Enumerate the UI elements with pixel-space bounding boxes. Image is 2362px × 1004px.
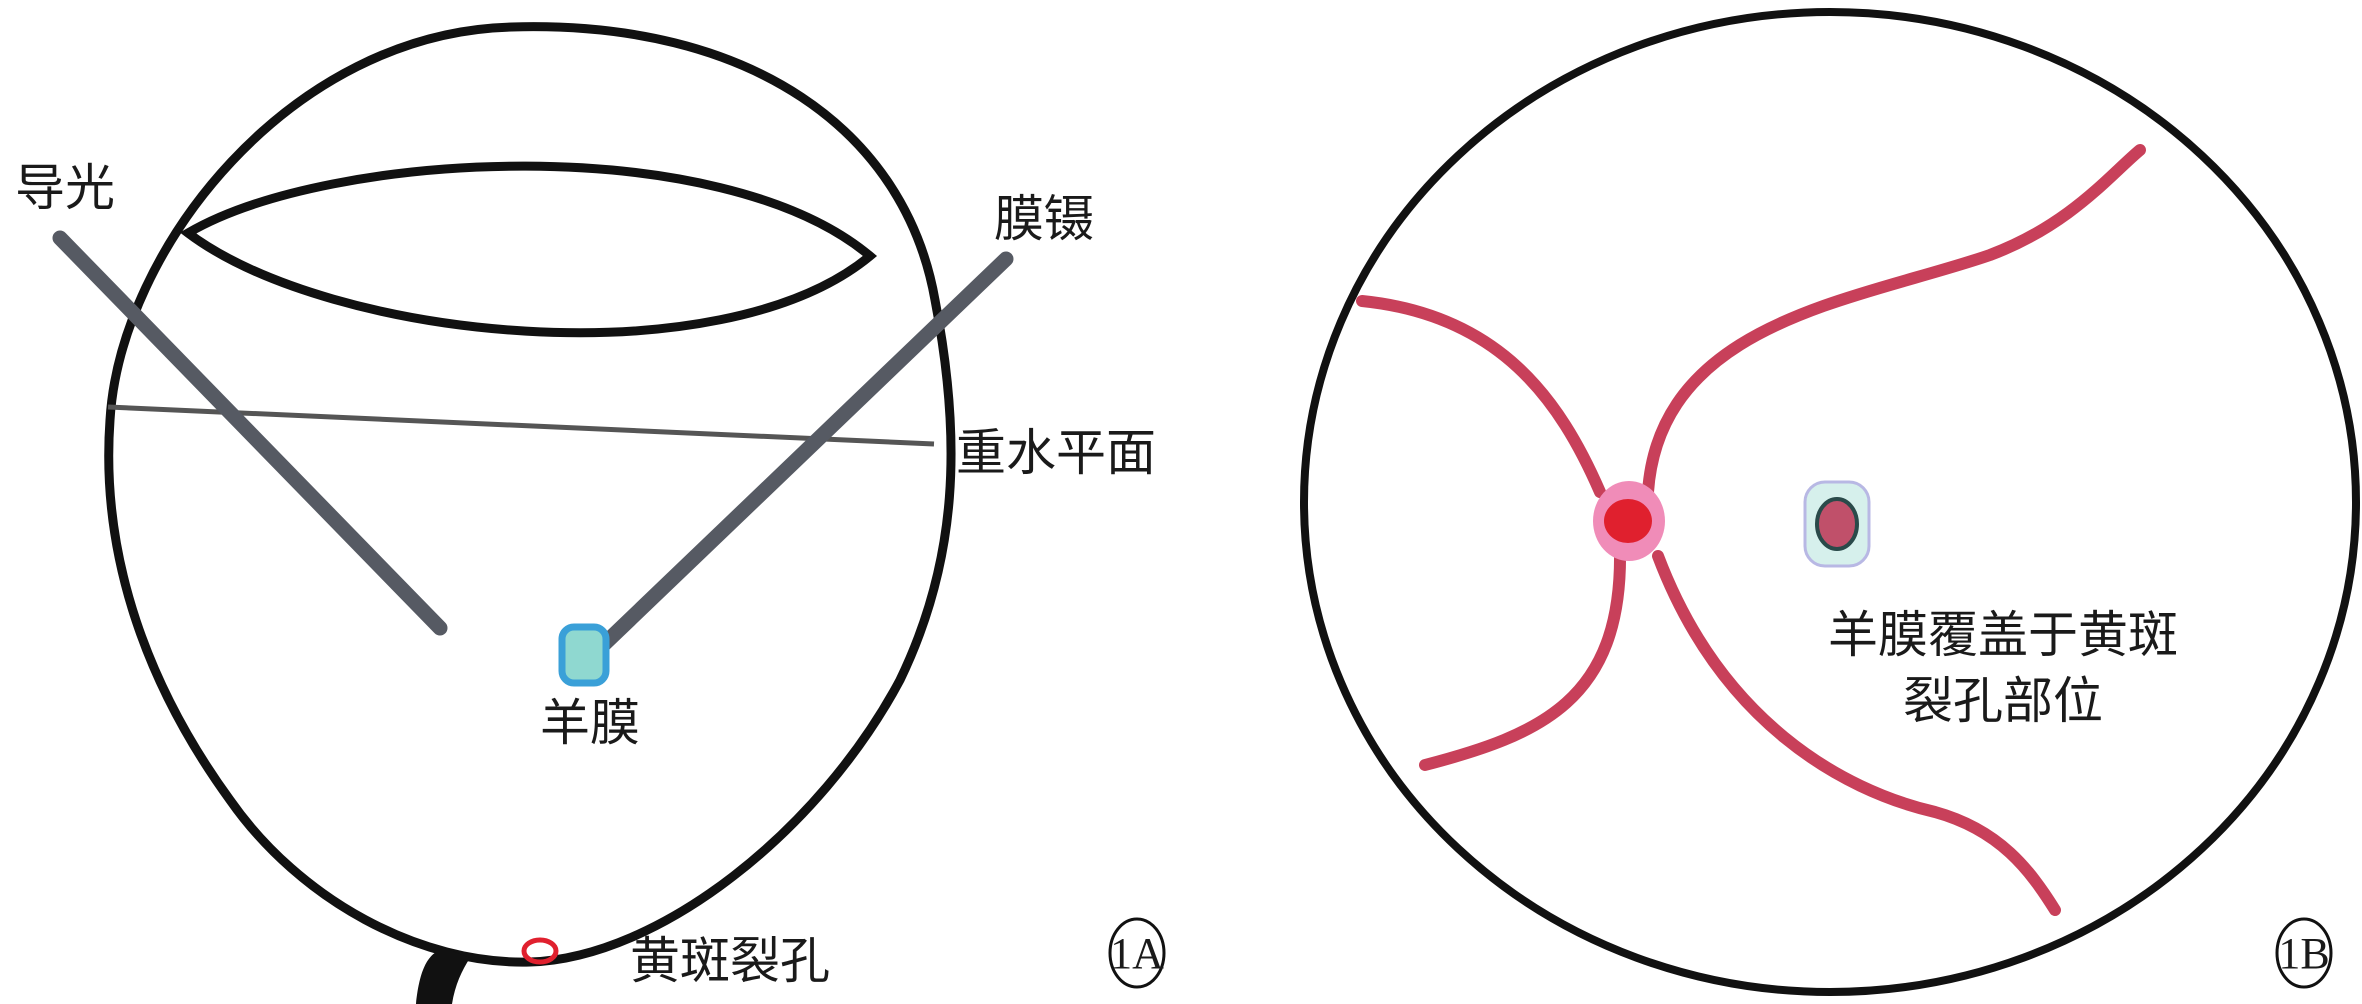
panel-tag-1b: 1B: [2278, 929, 2329, 978]
label-amniotic-membrane: 羊膜: [540, 694, 640, 752]
lens: [179, 161, 878, 338]
heavy-water-line: [107, 404, 935, 447]
panel-b: 羊膜覆盖于黄斑 裂孔部位 1B: [1300, 8, 2360, 996]
macular-hole-marker: [521, 937, 559, 965]
panel-a: 导光 膜镊 重水平面 羊膜 黄斑裂孔 1A: [15, 22, 1166, 1004]
macular-hole: [1815, 497, 1859, 551]
amniotic-membrane: [558, 623, 610, 687]
optic-disc: [1604, 499, 1652, 543]
fundus-outline: [1300, 8, 2360, 996]
panel-tag-1a: 1A: [1110, 929, 1164, 978]
label-macular-hole: 黄斑裂孔: [630, 932, 830, 990]
vessel-upper-left: [1356, 295, 1606, 498]
vessel-lower-right: [1652, 550, 2061, 916]
label-light-pipe: 导光: [15, 159, 115, 217]
panel-tag-circle: [1108, 917, 1166, 989]
vessel-upper-right: [1642, 144, 2146, 498]
panel-tag-circle: [2275, 917, 2333, 989]
label-forceps: 膜镊: [994, 190, 1094, 248]
light-pipe: [52, 230, 448, 636]
forceps: [590, 251, 1014, 658]
label-heavy-water-level: 重水平面: [956, 424, 1156, 482]
caption-line-2: 裂孔部位: [1903, 672, 2103, 730]
caption-line-1: 羊膜覆盖于黄斑: [1828, 606, 2178, 664]
optic-nerve-stub: [416, 948, 470, 1004]
vessel-lower-left: [1419, 546, 1627, 771]
